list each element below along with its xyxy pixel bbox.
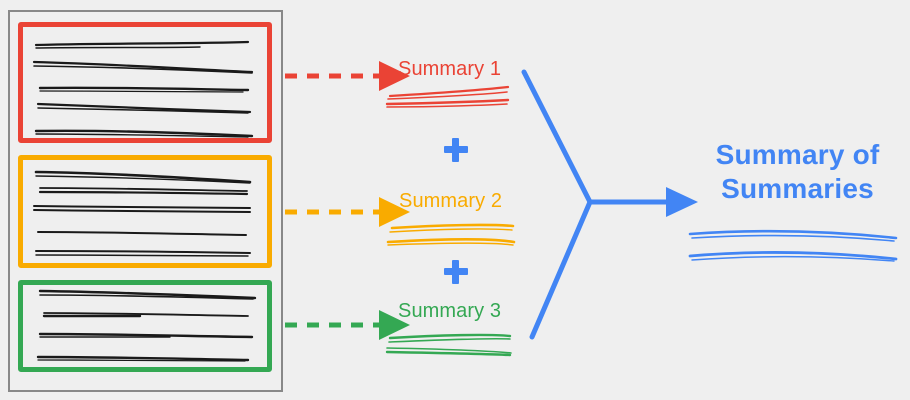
summary-squiggle-red (385, 85, 510, 108)
document-group-red[interactable] (18, 22, 272, 143)
plus-operator-1 (444, 138, 468, 162)
document-group-amber[interactable] (18, 155, 272, 268)
summary-of-summaries-title: Summary of Summaries (690, 138, 905, 206)
summary-squiggle-amber (386, 223, 516, 246)
summary-3-label: Summary 3 (398, 300, 502, 322)
final-squiggle (688, 229, 898, 262)
summary-1-label: Summary 1 (398, 58, 502, 80)
final-title-line-2: Summaries (721, 173, 874, 204)
final-title-line-1: Summary of (715, 139, 880, 170)
merge-connector (521, 69, 698, 340)
plus-operator-2 (444, 260, 468, 284)
summary-squiggle-green (385, 333, 512, 357)
summary-2-label: Summary 2 (399, 190, 503, 212)
document-group-green[interactable] (18, 280, 272, 372)
